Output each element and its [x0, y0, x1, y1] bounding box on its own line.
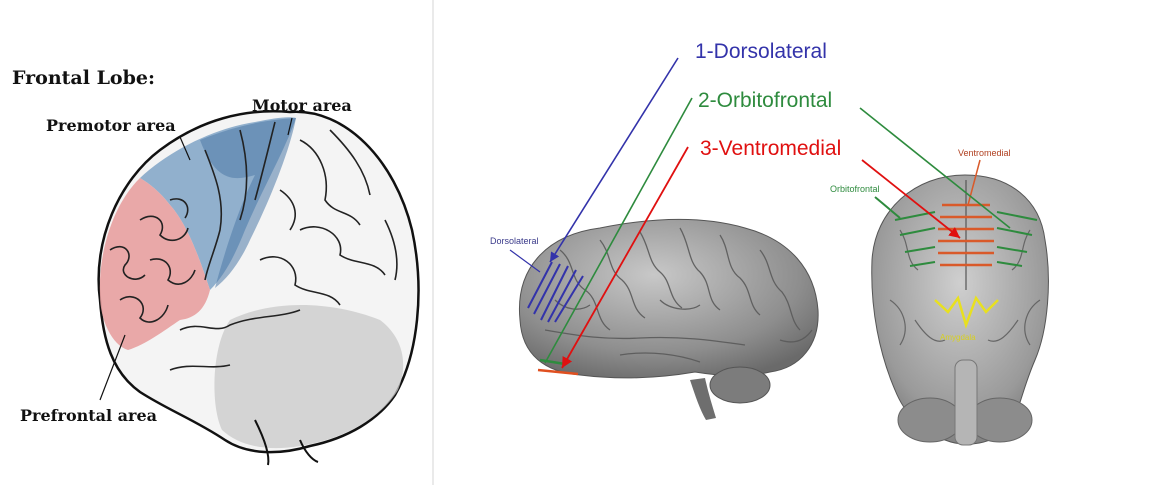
- dorsolateral-small-label: Dorsolateral: [490, 236, 539, 246]
- legend-ventromedial: 3-Ventromedial: [700, 137, 841, 160]
- prefrontal-area-label: Prefrontal area: [20, 406, 157, 425]
- ventral-brainstem: [955, 360, 977, 445]
- left-brain-shading: [214, 305, 403, 448]
- ventral-cerebellum-left: [898, 398, 962, 442]
- frontal-lobe-title: Frontal Lobe:: [12, 67, 155, 89]
- legend-orbitofrontal: 2-Orbitofrontal: [698, 89, 832, 112]
- lateral-brain-panel: Dorsolateral: [490, 219, 818, 420]
- legend-dorsolateral: 1-Dorsolateral: [695, 40, 827, 63]
- orbitofrontal-small-label: Orbitofrontal: [830, 184, 880, 194]
- motor-area-label: Motor area: [252, 96, 352, 115]
- lateral-cerebellum: [710, 367, 770, 403]
- ventral-brain-panel: Ventromedial Orbitofrontal Amygdala: [830, 148, 1048, 445]
- premotor-area-label: Premotor area: [46, 116, 176, 135]
- amygdala-small-label: Amygdala: [940, 333, 976, 342]
- ventromedial-small-label: Ventromedial: [958, 148, 1011, 158]
- ventral-cerebellum-right: [968, 398, 1032, 442]
- frontal-lobe-panel: Frontal Lobe: Motor area Premotor area P…: [12, 67, 418, 465]
